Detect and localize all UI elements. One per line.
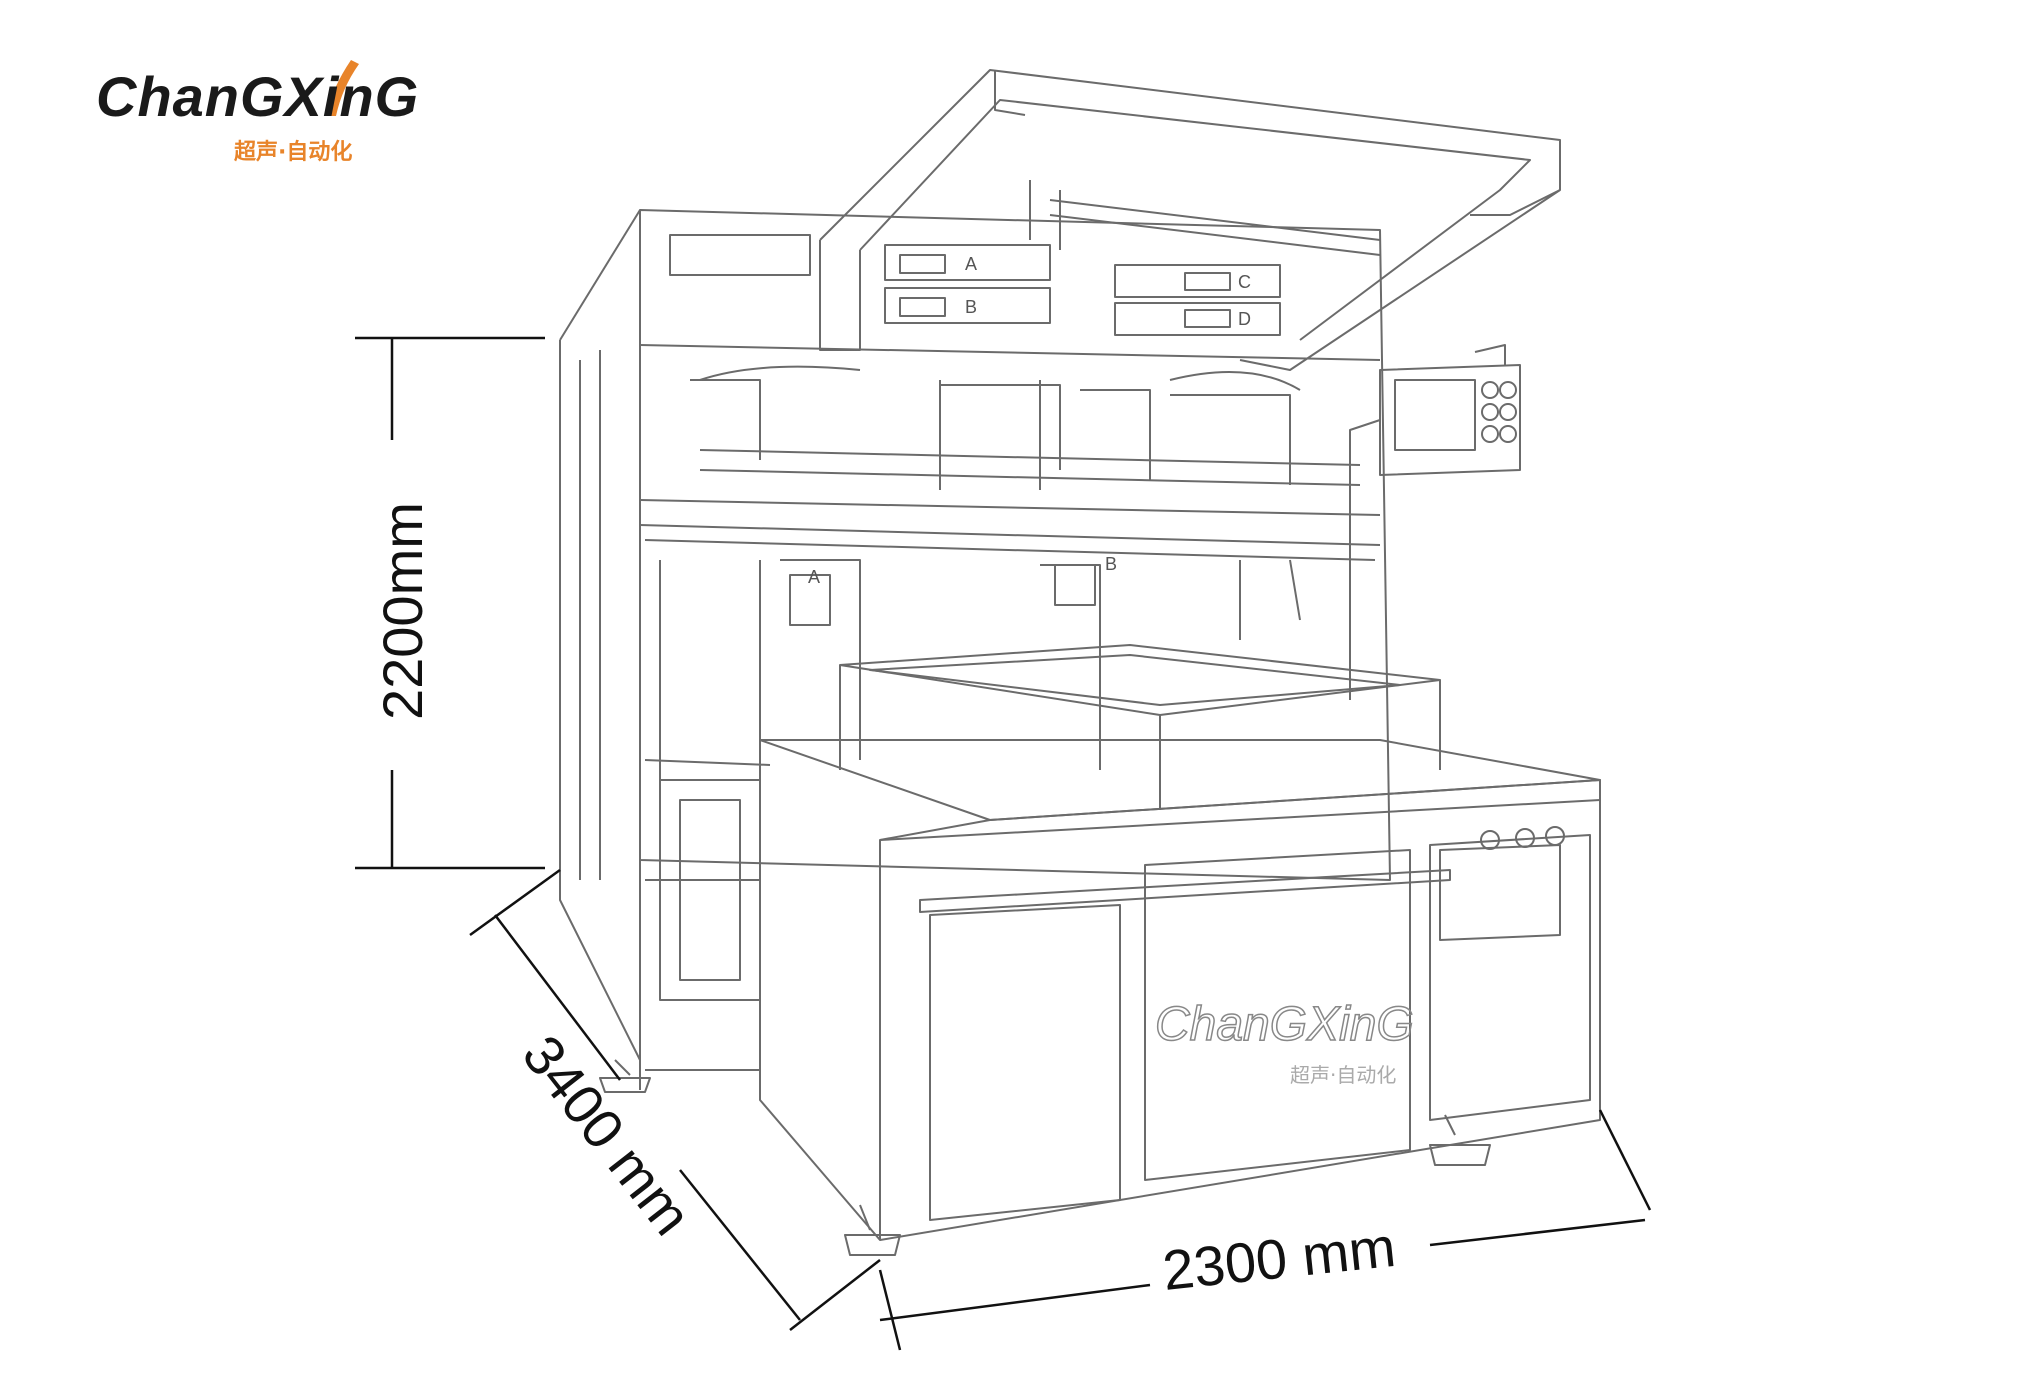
depth-dimension-label: 3400 mm [511,1024,704,1247]
generator-label-b: B [965,297,977,317]
station-label-a: A [808,567,820,587]
panel-wordmark: ChanGXinG [1155,998,1414,1051]
work-station [780,559,1441,810]
generator-label-a: A [965,254,977,274]
overhead-frame [819,69,1561,371]
depth-dimension [469,868,881,1331]
width-dimension-label: 2300 mm [1160,1215,1399,1302]
brand-wordmark: ChanGXinG [96,65,420,128]
brand-logo: ChanGXinG 超声·自动化 [96,58,418,168]
upper-gantry [639,344,1381,516]
logo-swoosh-icon [326,60,359,116]
main-cabinet [559,209,1391,1090]
station-label-b: B [1105,554,1117,574]
height-dimension-label: 2200mm [371,502,434,720]
width-dimension [878,1109,1652,1351]
generator-label-d: D [1238,309,1251,329]
brand-tagline: 超声·自动化 [234,140,353,165]
generator-stack [669,234,1281,336]
panel-tagline: 超声·自动化 [1290,1063,1396,1087]
touch-panel [1349,344,1521,700]
front-table [759,739,1601,1241]
leveling-feet [599,1059,1491,1256]
height-dimension [355,336,545,870]
generator-label-c: C [1238,272,1251,292]
left-side-panels [645,779,761,1071]
